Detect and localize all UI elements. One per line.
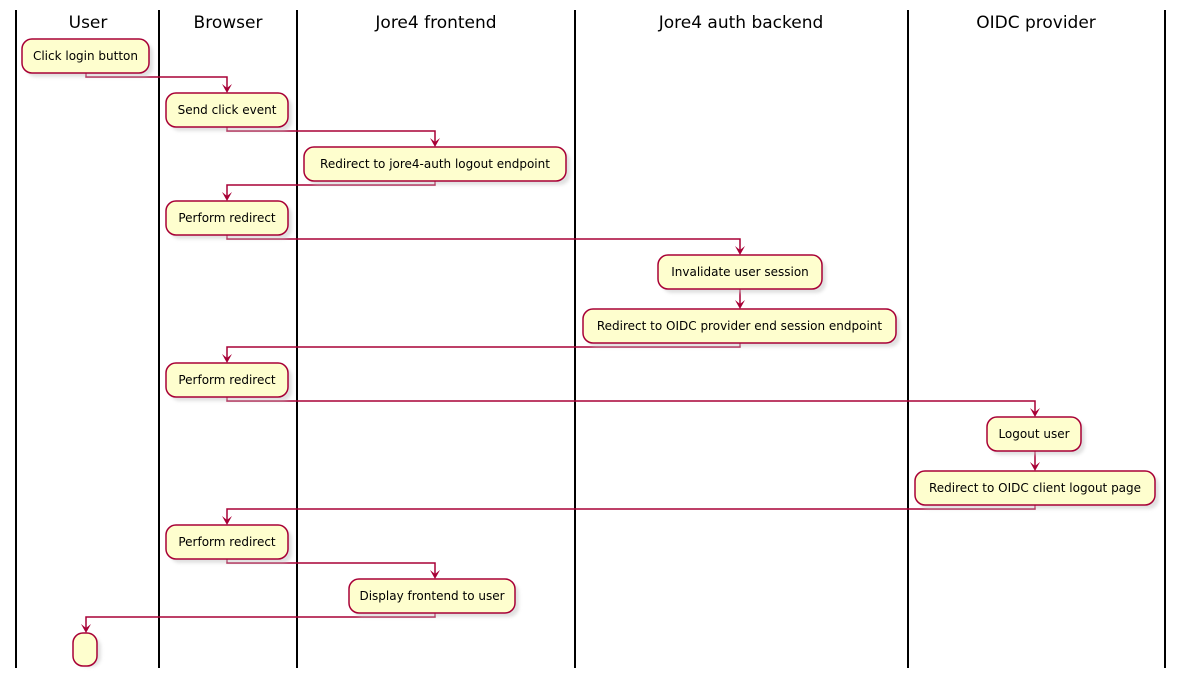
activity-logout-user: Logout user: [986, 416, 1085, 455]
activity-label: Click login button: [33, 49, 138, 63]
activity-label: Perform redirect: [178, 373, 276, 387]
activity-invalidate-user-session: Invalidate user session: [657, 254, 826, 293]
lane-separators: [15, 10, 1166, 668]
lane-title-user: User: [69, 13, 108, 33]
activity-perform-redirect: Perform redirect: [165, 362, 292, 401]
arrow-head-icon: [81, 624, 91, 633]
activity-label: Perform redirect: [178, 211, 276, 225]
arrow-head-icon: [735, 246, 745, 255]
activity-label: Logout user: [998, 427, 1069, 441]
activity-redirect-to-logout-endpoint: Redirect to jore4-auth logout endpoint: [303, 146, 570, 185]
flow-arrow: [226, 235, 741, 250]
activity-label: Display frontend to user: [359, 589, 504, 603]
arrow-head-icon: [430, 138, 440, 147]
activity-label: Send click event: [178, 103, 277, 117]
arrow-head-icon: [222, 192, 232, 201]
lane-title-auth-backend: Jore4 auth backend: [658, 13, 824, 33]
activity-perform-redirect: Perform redirect: [165, 200, 292, 239]
lane-titles: User Browser Jore4 frontend Jore4 auth b…: [69, 13, 1096, 33]
activity-label: Redirect to jore4-auth logout endpoint: [320, 157, 550, 171]
activity-display-frontend-to-user: Display frontend to user: [348, 578, 519, 617]
flow-arrow: [226, 397, 1036, 412]
arrow-head-icon: [430, 570, 440, 579]
activity-end-state: [72, 632, 101, 667]
activity-label: Invalidate user session: [671, 265, 809, 279]
activity-click-login-button: Click login button: [21, 38, 153, 77]
arrow-head-icon: [735, 300, 745, 309]
arrow-head-icon: [1030, 408, 1040, 417]
activity-label: Redirect to OIDC client logout page: [929, 481, 1141, 495]
activity-redirect-to-end-session-endpoint: Redirect to OIDC provider end session en…: [582, 308, 900, 347]
activity-perform-redirect: Perform redirect: [165, 524, 292, 563]
activity-redirect-to-client-logout-page: Redirect to OIDC client logout page: [914, 470, 1159, 509]
arrow-head-icon: [222, 84, 232, 93]
lane-title-oidc-provider: OIDC provider: [976, 13, 1096, 33]
activity-label: Redirect to OIDC provider end session en…: [597, 319, 883, 333]
activity-send-click-event: Send click event: [165, 92, 292, 131]
arrow-head-icon: [1030, 462, 1040, 471]
arrow-head-icon: [222, 516, 232, 525]
activities: Click login button Send click event Redi…: [21, 38, 1159, 667]
lane-title-browser: Browser: [194, 13, 263, 33]
activity-label: Perform redirect: [178, 535, 276, 549]
flow-arrow: [226, 505, 1036, 520]
arrow-head-icon: [222, 354, 232, 363]
lane-title-frontend: Jore4 frontend: [374, 13, 496, 33]
